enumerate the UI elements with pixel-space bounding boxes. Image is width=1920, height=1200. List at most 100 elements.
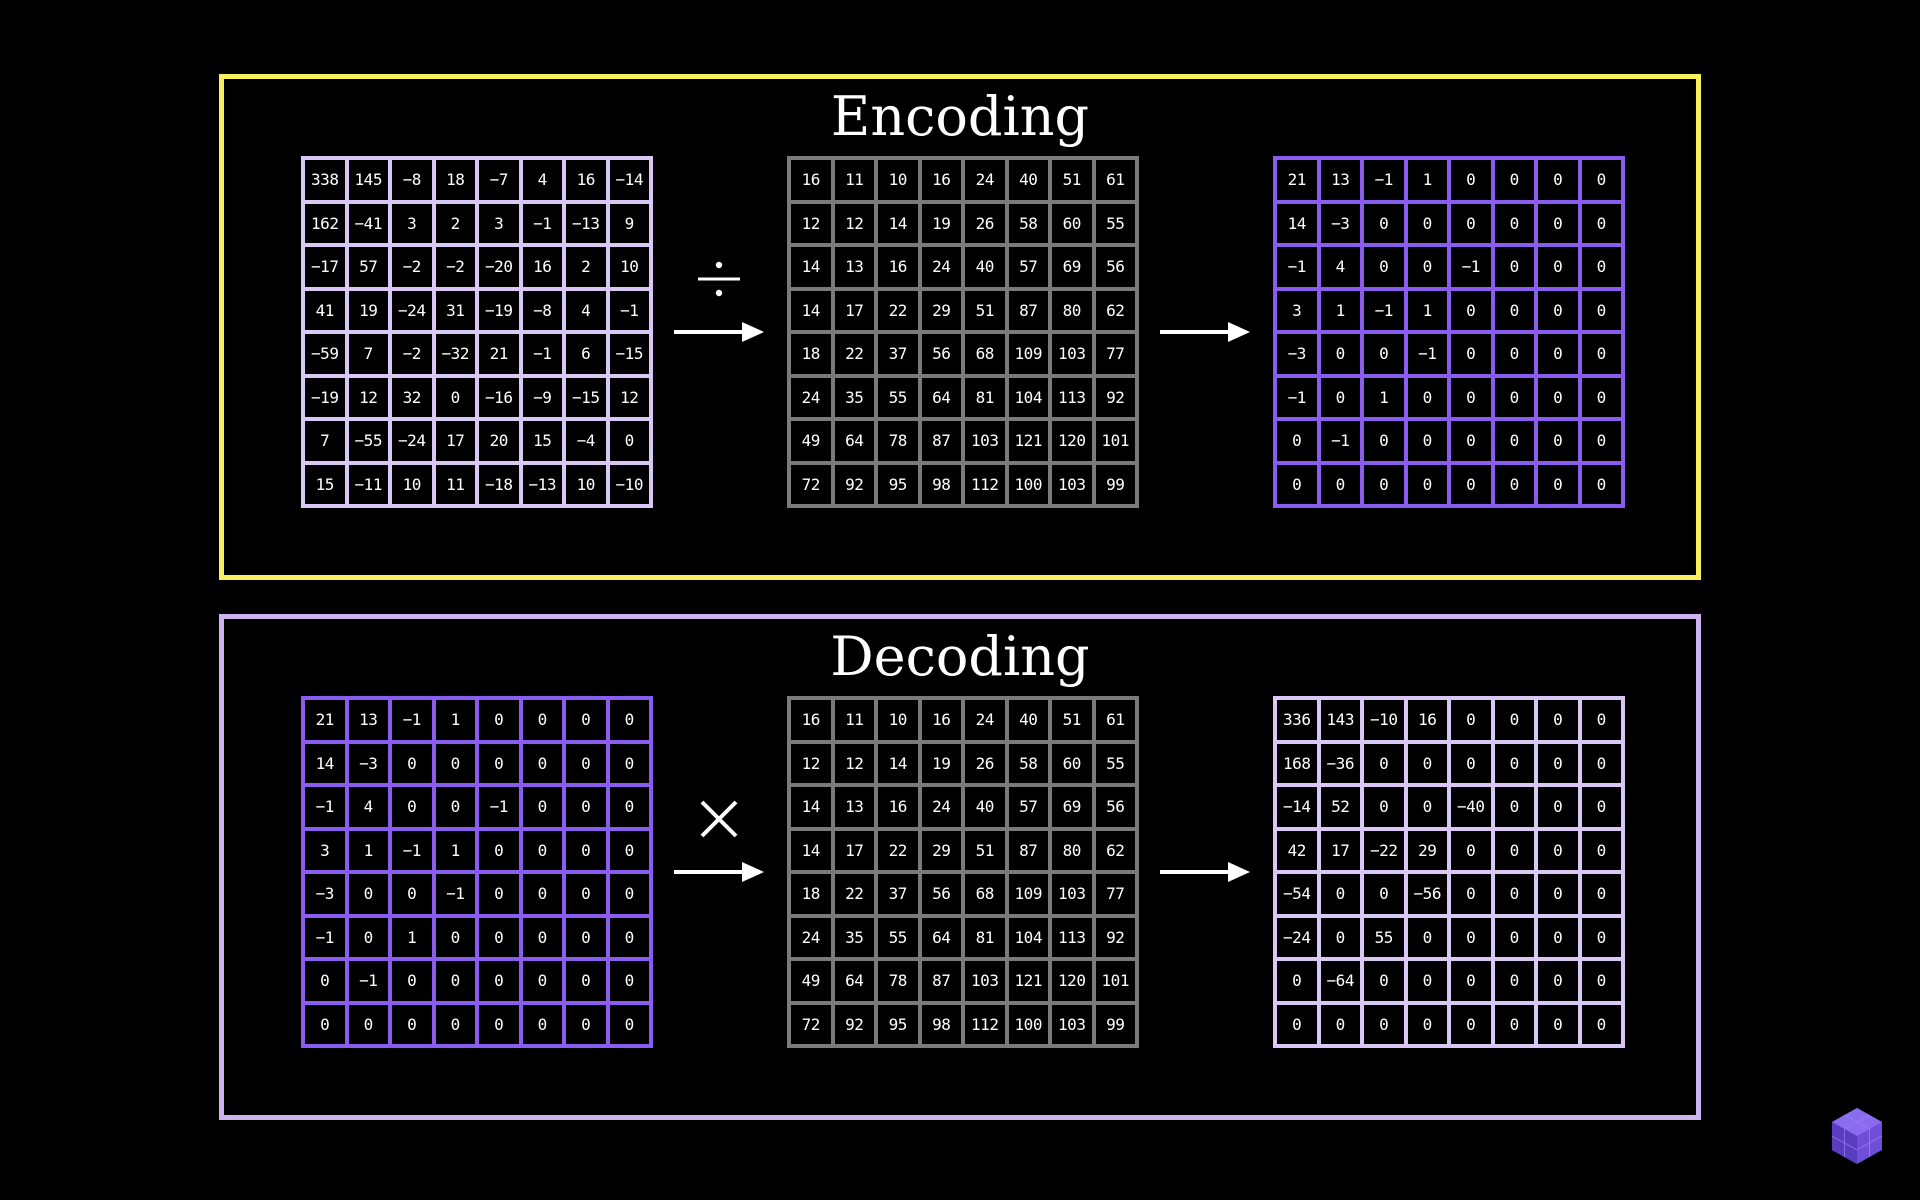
matrix-cell: 14	[878, 203, 918, 243]
matrix-cell: 0	[1538, 961, 1578, 1001]
matrix-cell: 24	[921, 247, 961, 287]
matrix-cell: 16	[921, 160, 961, 200]
matrix-cell: 0	[1364, 421, 1404, 461]
matrix-cell: 13	[834, 247, 874, 287]
matrix-cell: 10	[878, 700, 918, 740]
matrix-cell: 0	[479, 700, 519, 740]
matrix-cell: 0	[1494, 917, 1534, 957]
matrix-cell: −1	[305, 787, 345, 827]
matrix-cell: 12	[791, 203, 831, 243]
matrix-cell: 113	[1052, 917, 1092, 957]
matrix-cell: −24	[392, 290, 432, 330]
matrix-cell: 20	[479, 421, 519, 461]
matrix-cell: −3	[1277, 334, 1317, 374]
matrix-cell: 0	[609, 787, 649, 827]
matrix-cell: 0	[435, 1004, 475, 1044]
matrix-cell: 56	[1095, 247, 1135, 287]
matrix-cell: 10	[609, 247, 649, 287]
matrix-cell: 0	[522, 700, 562, 740]
matrix-cell: −9	[522, 377, 562, 417]
matrix-cell: 0	[1451, 1004, 1491, 1044]
matrix-cell: −4	[566, 421, 606, 461]
matrix-cell: 0	[609, 917, 649, 957]
matrix-cell: −14	[609, 160, 649, 200]
matrix-cell: 57	[1008, 247, 1048, 287]
matrix-cell: 64	[921, 377, 961, 417]
matrix-cell: −1	[1364, 160, 1404, 200]
matrix-cell: 19	[921, 743, 961, 783]
matrix-cell: 12	[834, 203, 874, 243]
matrix-cell: 0	[1581, 377, 1621, 417]
matrix-cell: 0	[1364, 874, 1404, 914]
matrix-cell: 29	[921, 290, 961, 330]
matrix-cell: 0	[1538, 700, 1578, 740]
matrix-cell: 0	[522, 917, 562, 957]
matrix-cell: 51	[1052, 160, 1092, 200]
matrix-cell: 145	[348, 160, 388, 200]
matrix-cell: 24	[921, 787, 961, 827]
matrix-cell: 21	[1277, 160, 1317, 200]
matrix-cell: 0	[522, 830, 562, 870]
matrix-cell: 16	[522, 247, 562, 287]
matrix-cell: 3	[1277, 290, 1317, 330]
matrix-cell: 3	[479, 203, 519, 243]
matrix-cell: 0	[609, 1004, 649, 1044]
matrix-cell: −54	[1277, 874, 1317, 914]
matrix-cell: 0	[1538, 787, 1578, 827]
matrix-cell: 16	[921, 700, 961, 740]
matrix-cell: 0	[522, 961, 562, 1001]
matrix-cell: −15	[566, 377, 606, 417]
matrix-cell: 0	[348, 1004, 388, 1044]
matrix-cell: −20	[479, 247, 519, 287]
matrix-cell: 4	[566, 290, 606, 330]
matrix-cell: 92	[834, 464, 874, 504]
matrix-cell: −1	[348, 961, 388, 1001]
matrix-cell: 40	[1008, 160, 1048, 200]
matrix-cell: 0	[392, 961, 432, 1001]
matrix-cell: 0	[1407, 961, 1447, 1001]
matrix-cell: 1	[392, 917, 432, 957]
matrix-cell: −2	[435, 247, 475, 287]
matrix-cell: 0	[1407, 917, 1447, 957]
matrix-cell: 0	[1407, 787, 1447, 827]
matrix-cell: 22	[878, 290, 918, 330]
matrix-cell: 37	[878, 874, 918, 914]
matrix-cell: 32	[392, 377, 432, 417]
matrix-cell: 35	[834, 377, 874, 417]
matrix-cell: 92	[1095, 377, 1135, 417]
matrix-cell: 0	[1494, 247, 1534, 287]
matrix-cell: 0	[566, 787, 606, 827]
matrix-cell: 55	[1095, 743, 1135, 783]
matrix-cell: 0	[1494, 743, 1534, 783]
matrix-cell: 0	[1451, 830, 1491, 870]
matrix-cell: 14	[305, 743, 345, 783]
matrix-cell: 18	[791, 874, 831, 914]
matrix-cell: 0	[1451, 421, 1491, 461]
matrix-cell: 0	[1494, 464, 1534, 504]
matrix-cell: 0	[1364, 743, 1404, 783]
matrix-cell: 52	[1320, 787, 1360, 827]
matrix-cell: 62	[1095, 290, 1135, 330]
matrix-cell: 0	[1407, 377, 1447, 417]
matrix-cell: 0	[1538, 464, 1578, 504]
matrix-cell: 338	[305, 160, 345, 200]
matrix-cell: 0	[305, 961, 345, 1001]
matrix-cell: 0	[392, 874, 432, 914]
matrix-cell: 0	[1538, 247, 1578, 287]
matrix-cell: 120	[1052, 961, 1092, 1001]
matrix-cell: −36	[1320, 743, 1360, 783]
matrix-cell: 0	[1364, 464, 1404, 504]
matrix-cell: 103	[1052, 464, 1092, 504]
matrix-cell: 16	[566, 160, 606, 200]
matrix-cell: 100	[1008, 464, 1048, 504]
matrix-cell: 103	[965, 421, 1005, 461]
matrix-cell: −55	[348, 421, 388, 461]
matrix-cell: 87	[1008, 830, 1048, 870]
matrix-cell: −1	[1277, 377, 1317, 417]
matrix-cell: 68	[965, 874, 1005, 914]
matrix-cell: 112	[965, 1004, 1005, 1044]
matrix-cell: 0	[305, 1004, 345, 1044]
matrix-cell: 0	[479, 874, 519, 914]
matrix-cell: 0	[1538, 203, 1578, 243]
